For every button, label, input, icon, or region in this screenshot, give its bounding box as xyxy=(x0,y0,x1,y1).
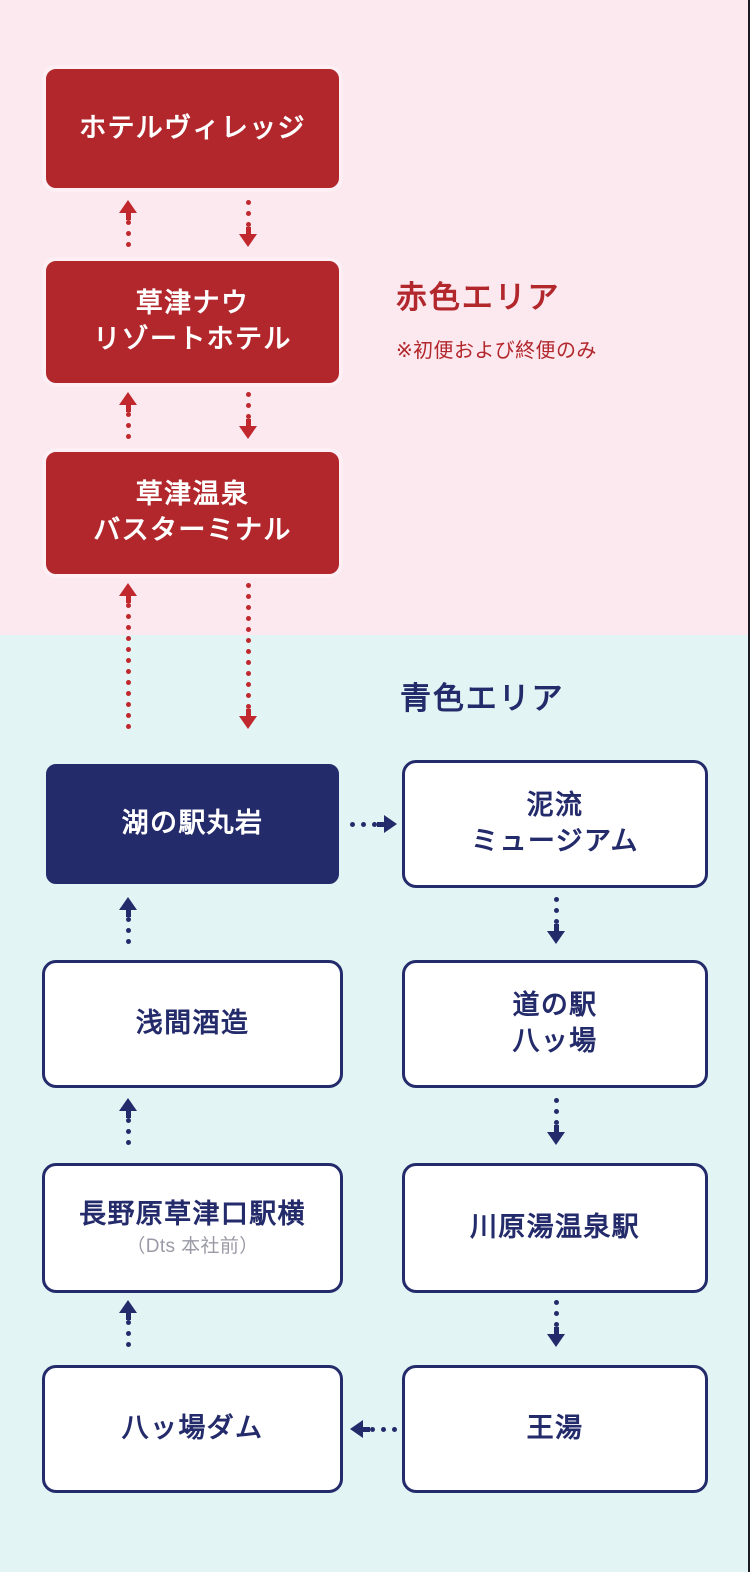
arrow-left-icon-outo-to-yanbadam xyxy=(350,1416,397,1442)
arrow-down-icon-deiryu-to-michinoeki xyxy=(543,897,569,944)
stop-label: 川原湯温泉駅 xyxy=(469,1212,641,1243)
arrow-up-icon-asamashuzo-from-naganohara xyxy=(115,1098,141,1145)
stop-asama-shuzo[interactable]: 浅間酒造 xyxy=(42,960,343,1088)
stop-kawarayu-onsen-station[interactable]: 川原湯温泉駅 xyxy=(402,1163,708,1293)
stop-naganohara-kusatsuguchi-station[interactable]: 長野原草津口駅横 （Dts 本社前） xyxy=(42,1163,343,1293)
arrow-down-icon-hotelvillage-to-kusatsunow xyxy=(235,200,261,247)
arrow-up-icon-hotelvillage-from-kusatsunow xyxy=(115,200,141,247)
red-area-note: ※初便および終便のみ xyxy=(396,340,597,362)
stop-label: 八ッ場ダム xyxy=(121,1413,264,1444)
stop-label-line1: 道の駅 xyxy=(512,990,598,1021)
arrow-up-icon-busterminal-from-maruiwa xyxy=(115,583,141,729)
stop-label: 長野原草津口駅横 xyxy=(79,1198,306,1229)
red-area-title: 赤色エリア xyxy=(396,280,561,315)
stop-label-line2: ミュージアム xyxy=(471,826,639,856)
stop-label: 湖の駅丸岩 xyxy=(121,808,264,839)
stop-sublabel: （Dts 本社前） xyxy=(126,1236,259,1258)
arrow-down-icon-kawarayu-to-outo xyxy=(543,1300,569,1347)
stop-label: ホテルヴィレッジ xyxy=(79,112,306,143)
stop-outo[interactable]: 王湯 xyxy=(402,1365,708,1493)
stop-michi-no-eki-yanba[interactable]: 道の駅 八ッ場 xyxy=(402,960,708,1088)
stop-label-line2: バスターミナル xyxy=(93,515,292,545)
arrow-down-icon-kusatsunow-to-busterminal xyxy=(235,392,261,439)
stop-label: 浅間酒造 xyxy=(135,1008,250,1039)
arrow-up-icon-maruiwa-from-asamashuzo xyxy=(115,897,141,944)
stop-label-line2: リゾートホテル xyxy=(93,324,292,354)
stop-hotel-village[interactable]: ホテルヴィレッジ xyxy=(42,65,343,192)
stop-kusatsu-onsen-bus-terminal[interactable]: 草津温泉 バスターミナル xyxy=(42,448,343,578)
stop-label-line1: 泥流 xyxy=(526,790,584,821)
arrow-down-icon-busterminal-to-maruiwa xyxy=(235,583,261,729)
stop-label: 王湯 xyxy=(526,1413,584,1444)
stop-label-line2: 八ッ場 xyxy=(512,1026,598,1056)
stop-label-line1: 草津温泉 xyxy=(135,479,250,510)
stop-deiryu-museum[interactable]: 泥流 ミュージアム xyxy=(402,760,708,888)
stop-label-line1: 草津ナウ xyxy=(135,288,250,319)
stop-kusatsu-now-resort-hotel[interactable]: 草津ナウ リゾートホテル xyxy=(42,257,343,387)
arrow-up-icon-kusatsunow-from-busterminal xyxy=(115,392,141,439)
arrow-down-icon-michinoeki-to-kawarayu xyxy=(543,1098,569,1145)
arrow-up-icon-naganohara-from-yanbadam xyxy=(115,1300,141,1347)
stop-yanba-dam[interactable]: 八ッ場ダム xyxy=(42,1365,343,1493)
blue-area-title: 青色エリア xyxy=(400,681,565,716)
stop-mizuumi-no-eki-maruiwa[interactable]: 湖の駅丸岩 xyxy=(42,760,343,888)
arrow-right-icon-maruiwa-to-deiryu xyxy=(350,811,397,837)
